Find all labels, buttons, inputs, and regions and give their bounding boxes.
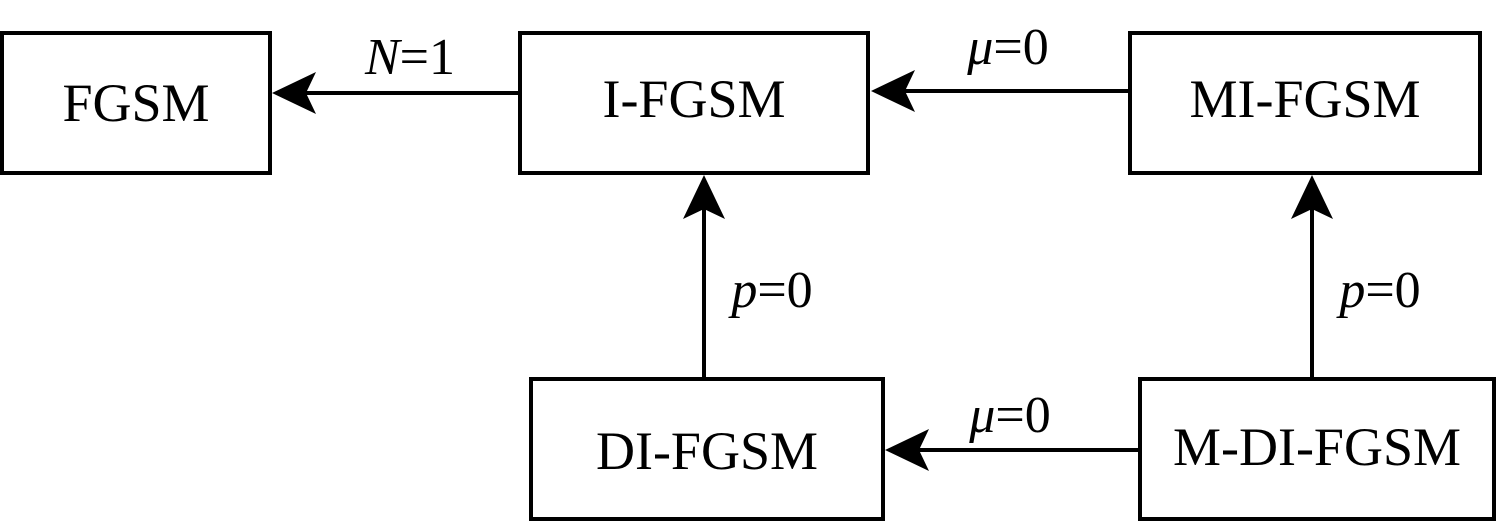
arrowhead-left [871, 70, 915, 112]
node-mi-fgsm: MI-FGSM [1128, 31, 1482, 175]
node-m-di-fgsm: M-DI-FGSM [1138, 377, 1496, 521]
edge-m-di-fgsm-to-di-fgsm: μ=0 [885, 387, 1140, 471]
node-mi-fgsm-label: MI-FGSM [1189, 69, 1420, 129]
edge-label-mu-equals-0: μ=0 [966, 19, 1048, 76]
arrowhead-left [272, 72, 316, 114]
node-di-fgsm: DI-FGSM [529, 377, 885, 521]
node-i-fgsm: I-FGSM [518, 31, 870, 175]
arrowhead-up [1291, 175, 1333, 219]
node-fgsm: FGSM [0, 31, 272, 175]
arrowhead-up [683, 175, 725, 219]
node-m-di-fgsm-label: M-DI-FGSM [1173, 417, 1461, 477]
edge-mi-fgsm-to-i-fgsm: μ=0 [871, 19, 1130, 112]
edge-label-mu-equals-0: μ=0 [968, 387, 1050, 444]
edge-label-p-equals-0: p=0 [727, 262, 812, 319]
edge-i-fgsm-to-fgsm: N=1 [272, 29, 520, 114]
node-i-fgsm-label: I-FGSM [602, 69, 785, 129]
edge-m-di-fgsm-to-mi-fgsm: p=0 [1291, 175, 1421, 377]
edge-label-p-equals-0: p=0 [1335, 262, 1420, 319]
edge-di-fgsm-to-i-fgsm: p=0 [683, 175, 813, 377]
arrowhead-left [885, 429, 929, 471]
node-fgsm-label: FGSM [62, 73, 209, 133]
edge-label-n-equals-1: N=1 [364, 29, 455, 86]
node-di-fgsm-label: DI-FGSM [596, 421, 818, 481]
